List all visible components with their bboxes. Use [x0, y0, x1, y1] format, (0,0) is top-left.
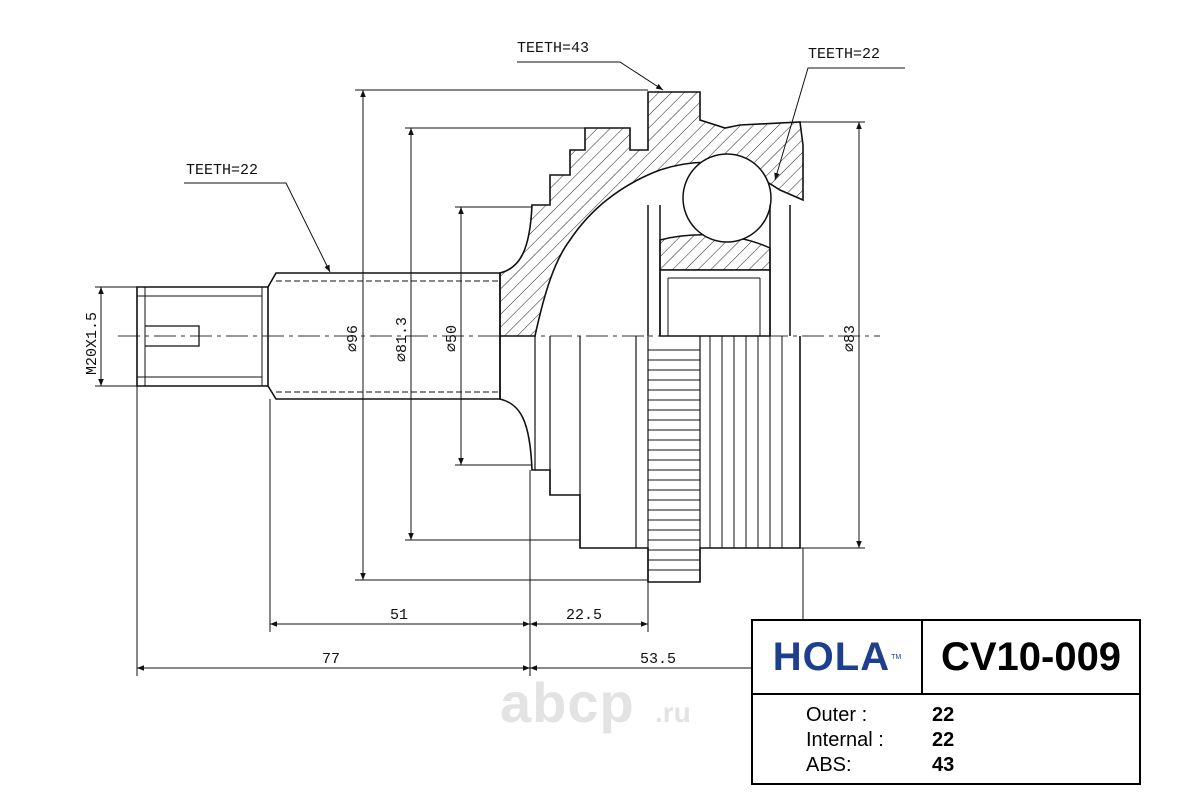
dim-77: 77	[322, 651, 340, 668]
spec-value: 22	[932, 704, 955, 726]
teeth-outer-label: TEETH=22	[808, 46, 880, 63]
spec-label: Outer :	[806, 704, 868, 726]
dim-53-5: 53.5	[640, 651, 676, 668]
dim-51: 51	[390, 607, 408, 624]
spec-row-abs: ABS: 43	[806, 753, 1139, 778]
spec-label: Internal :	[806, 729, 884, 751]
dim-22-5: 22.5	[566, 607, 602, 624]
spec-row-internal: Internal : 22	[806, 728, 1139, 753]
spec-label: ABS:	[806, 754, 852, 776]
brand-trademark: TM	[891, 653, 902, 661]
brand-logo: HOLA	[772, 634, 891, 679]
spec-row-outer: Outer : 22	[806, 703, 1139, 728]
watermark-main: abcp	[500, 671, 635, 734]
dim-dia-96: ⌀96	[345, 325, 362, 352]
dim-dia-83: ⌀83	[842, 325, 859, 352]
teeth-abs-label: TEETH=43	[517, 40, 589, 57]
dim-dia-81-3: ⌀81.3	[394, 317, 411, 362]
spec-value: 43	[932, 754, 955, 776]
teeth-spec-list: Outer : 22 Internal : 22 ABS: 43	[753, 695, 1139, 778]
outer-housing-section	[499, 91, 804, 583]
spec-value: 22	[932, 729, 955, 751]
teeth-stub-label: TEETH=22	[186, 162, 258, 179]
dim-thread-m20: M20X1.5	[84, 312, 101, 375]
watermark: abcp .ru	[500, 671, 691, 734]
part-number: CV10-009	[940, 634, 1122, 679]
inner-race-and-ball	[647, 153, 791, 337]
abs-ring-teeth	[648, 349, 700, 571]
watermark-suffix: .ru	[655, 697, 691, 728]
dim-dia-50: ⌀50	[444, 325, 461, 352]
